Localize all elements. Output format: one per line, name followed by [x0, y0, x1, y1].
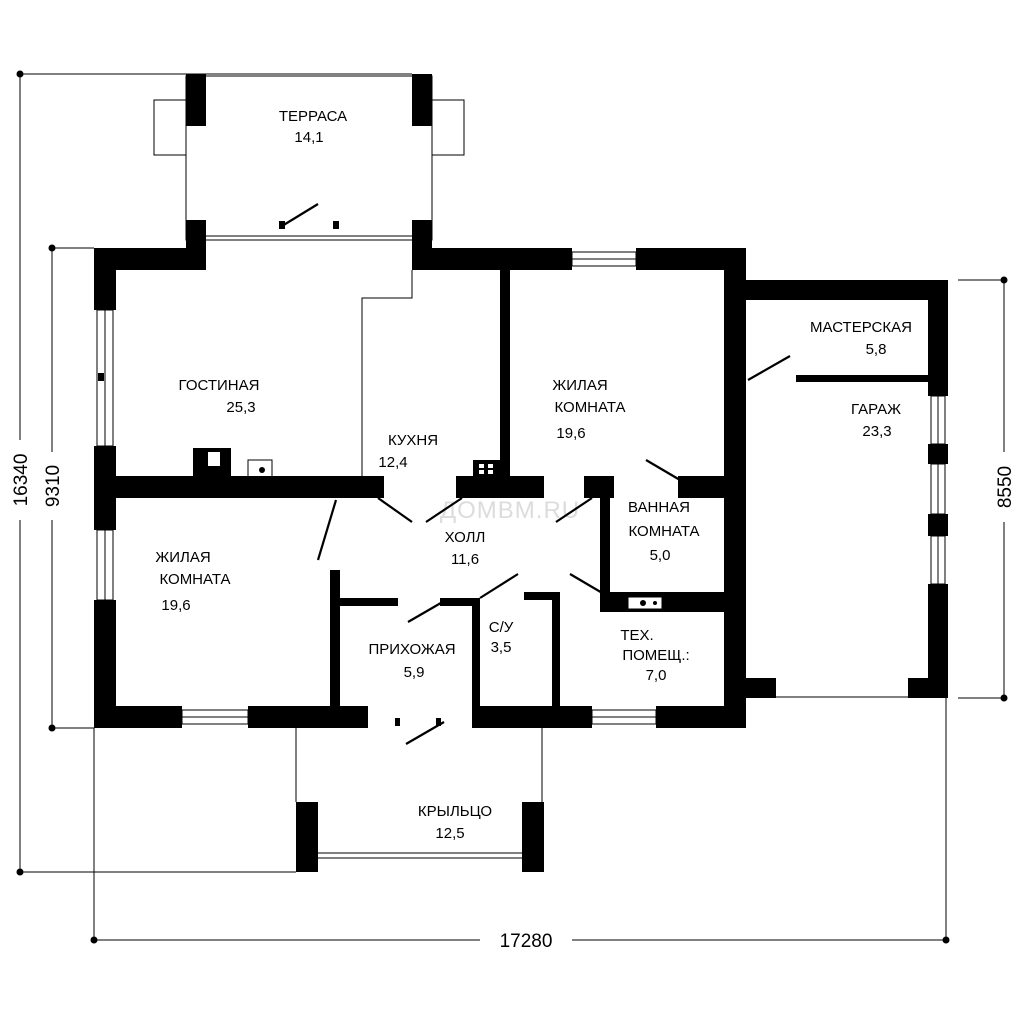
dim-total-height: 16340: [11, 454, 32, 507]
room-name-bedroom-east-2: КОМНАТА: [554, 399, 625, 416]
dimension-labels: 16340 9310 8550 17280: [11, 454, 1016, 952]
room-name-bedroom-west-1: ЖИЛАЯ: [155, 549, 210, 566]
porch-structure: [295, 728, 544, 872]
room-name-porch: КРЫЛЬЦО: [418, 803, 492, 820]
room-area-bedroom-east: 19,6: [556, 425, 585, 442]
room-name-bedroom-east-1: ЖИЛАЯ: [552, 377, 607, 394]
room-area-tech: 7,0: [646, 667, 667, 684]
room-name-wc: С/У: [489, 619, 514, 636]
terrace-structure: [153, 74, 465, 241]
room-name-hall: ХОЛЛ: [445, 529, 486, 546]
room-name-bedroom-west-2: КОМНАТА: [159, 571, 230, 588]
room-area-workshop: 5,8: [866, 341, 887, 358]
room-name-terrace: ТЕРРАСА: [279, 108, 347, 125]
room-area-living: 25,3: [226, 399, 255, 416]
room-name-workshop: МАСТЕРСКАЯ: [810, 319, 912, 336]
room-name-bathroom-1: ВАННАЯ: [628, 499, 690, 516]
room-name-entry: ПРИХОЖАЯ: [368, 641, 455, 658]
outer-walls: [94, 220, 746, 728]
watermark: ДОМВМ.RU: [440, 497, 580, 524]
dim-total-width: 17280: [500, 931, 553, 952]
interior-walls: [116, 270, 724, 708]
room-area-bedroom-west: 19,6: [161, 597, 190, 614]
garage-structure: [746, 280, 948, 698]
room-name-tech-1: ТЕХ.: [620, 627, 653, 644]
dimension-lines: [16, 70, 1008, 944]
room-name-tech-2: ПОМЕЩ.:: [622, 647, 689, 664]
dim-house-height: 9310: [43, 465, 64, 507]
doors: [316, 459, 681, 745]
room-area-wc: 3,5: [491, 639, 512, 656]
room-area-garage: 23,3: [862, 423, 891, 440]
room-area-bathroom: 5,0: [650, 547, 671, 564]
room-area-kitchen: 12,4: [378, 454, 407, 471]
room-name-living: ГОСТИНАЯ: [179, 377, 260, 394]
room-labels: ТЕРРАСА 14,1 ГОСТИНАЯ 25,3 КУХНЯ 12,4 ЖИ…: [155, 108, 912, 842]
room-area-porch: 12,5: [435, 825, 464, 842]
room-name-kitchen: КУХНЯ: [388, 432, 438, 449]
room-name-bathroom-2: КОМНАТА: [628, 523, 699, 540]
room-area-terrace: 14,1: [294, 129, 323, 146]
room-name-garage: ГАРАЖ: [851, 401, 901, 418]
dim-garage-height: 8550: [995, 466, 1016, 508]
room-area-hall: 11,6: [451, 551, 479, 568]
room-area-entry: 5,9: [404, 664, 425, 681]
